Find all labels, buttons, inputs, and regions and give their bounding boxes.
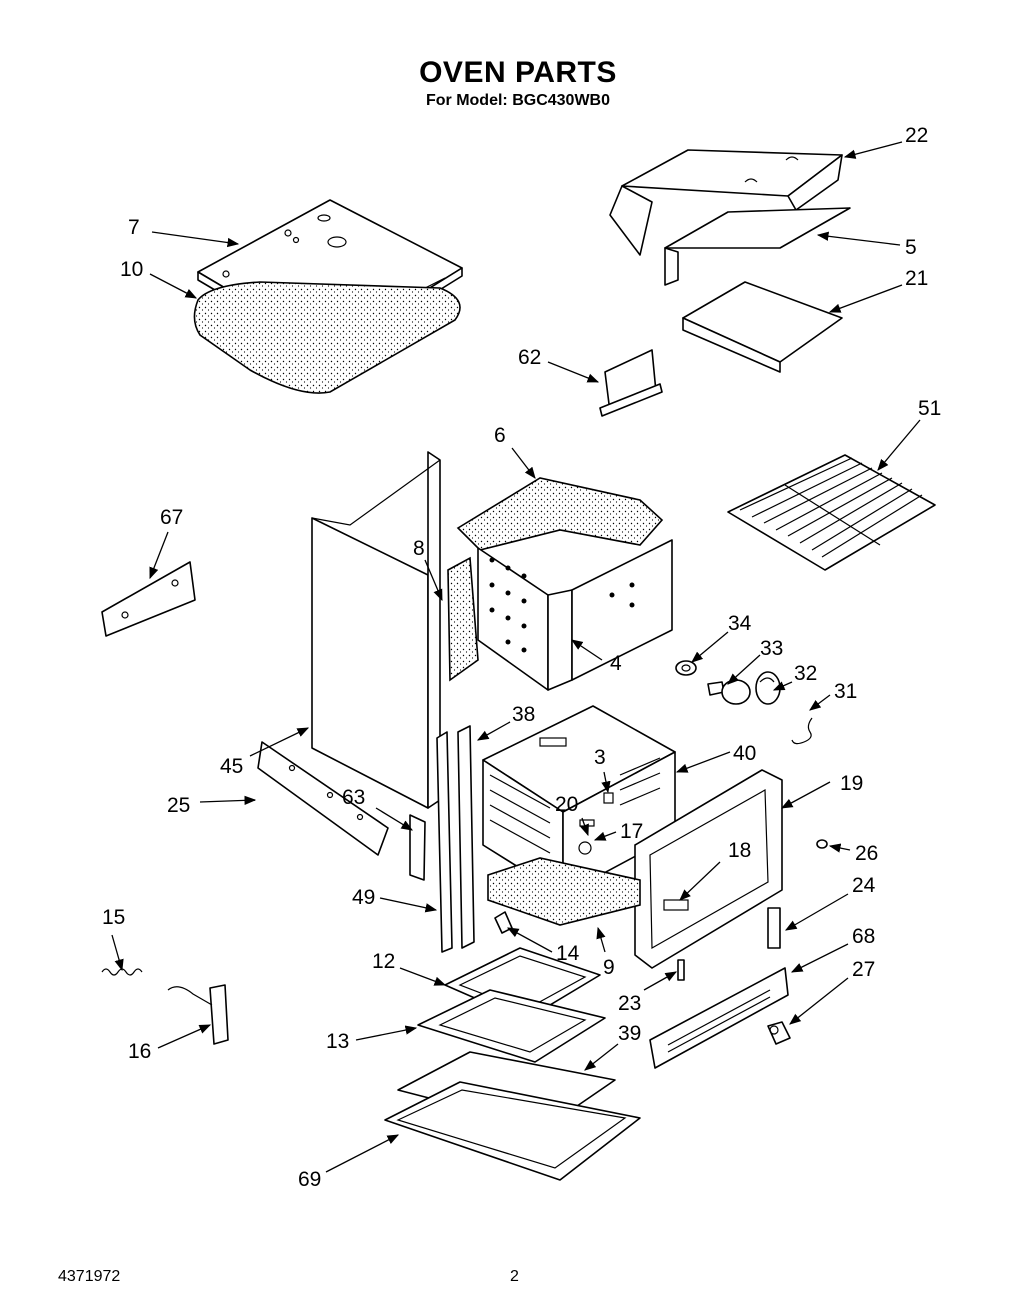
pin-part — [677, 959, 685, 981]
callout-13: 13 — [326, 1030, 349, 1053]
callout-38: 38 — [512, 703, 535, 726]
callout-16: 16 — [128, 1040, 151, 1063]
callout-21: 21 — [905, 267, 928, 290]
door-frame-part — [634, 769, 783, 969]
callout-34: 34 — [728, 612, 752, 635]
page-number: 2 — [510, 1268, 519, 1285]
callout-10: 10 — [120, 258, 143, 281]
top-insulation-part — [193, 281, 461, 394]
callout-6: 6 — [494, 424, 506, 447]
model-subtitle: For Model: BGC430WB0 — [425, 92, 610, 109]
callout-20: 20 — [555, 793, 578, 816]
oven-liner-part — [477, 539, 673, 691]
callout-12: 12 — [372, 950, 395, 973]
callout-69: 69 — [298, 1168, 321, 1191]
support-bracket-part — [101, 561, 196, 637]
callout-8: 8 — [413, 537, 425, 560]
callout-63: 63 — [342, 786, 365, 809]
oven-rack-part — [727, 454, 936, 571]
side-panel-part — [311, 451, 441, 809]
callout-68: 68 — [852, 925, 875, 948]
callout-19: 19 — [840, 772, 863, 795]
wire-part — [791, 717, 813, 745]
side-insulation-part — [447, 556, 479, 682]
callout-51: 51 — [918, 397, 941, 420]
bracket-part — [664, 207, 851, 286]
light-socket-part — [675, 660, 697, 676]
callout-23: 23 — [618, 992, 641, 1015]
bottom-insulation-part — [487, 857, 641, 926]
callout-18: 18 — [728, 839, 751, 862]
callout-15: 15 — [102, 906, 125, 929]
latch-part — [167, 984, 229, 1045]
callout-67: 67 — [160, 506, 183, 529]
kick-panel-part — [649, 967, 789, 1069]
vent-plate-part — [682, 281, 843, 373]
bushing-part — [767, 1021, 791, 1045]
spacer-part — [767, 907, 781, 949]
callout-25: 25 — [167, 794, 190, 817]
callout-labels: 22 7 5 10 21 62 51 6 67 8 34 4 33 32 31 … — [102, 124, 941, 1191]
callout-4: 4 — [610, 652, 622, 675]
front-rail-part — [257, 741, 389, 856]
callout-32: 32 — [794, 662, 817, 685]
callout-9: 9 — [603, 956, 615, 979]
callout-39: 39 — [618, 1022, 641, 1045]
light-lens-part — [755, 671, 781, 705]
callout-31: 31 — [834, 680, 857, 703]
callout-22: 22 — [905, 124, 928, 147]
washer-part — [816, 839, 828, 849]
callout-7: 7 — [128, 216, 140, 239]
callout-40: 40 — [733, 742, 756, 765]
callout-45: 45 — [220, 755, 243, 778]
broiler-pan-part — [384, 1081, 641, 1181]
callout-3: 3 — [594, 746, 606, 769]
callout-24: 24 — [852, 874, 876, 897]
callout-17: 17 — [620, 820, 643, 843]
document-number: 4371972 — [58, 1268, 121, 1285]
callout-27: 27 — [852, 958, 875, 981]
callout-49: 49 — [352, 886, 375, 909]
callout-62: 62 — [518, 346, 541, 369]
oven-insulation-part — [456, 477, 664, 551]
small-bracket-part — [599, 349, 663, 417]
page-title: OVEN PARTS — [419, 56, 617, 89]
burner-tray-part — [417, 989, 606, 1063]
callout-5: 5 — [905, 236, 917, 259]
heat-shield-part — [609, 149, 843, 256]
clip-part — [494, 911, 513, 934]
callout-14: 14 — [556, 942, 580, 965]
callout-33: 33 — [760, 637, 783, 660]
door-seal-left-part — [436, 731, 453, 953]
hinge-bracket-part — [409, 814, 426, 881]
callout-leaders — [111, 141, 921, 1173]
callout-26: 26 — [855, 842, 878, 865]
door-seal-right-part — [457, 725, 475, 949]
